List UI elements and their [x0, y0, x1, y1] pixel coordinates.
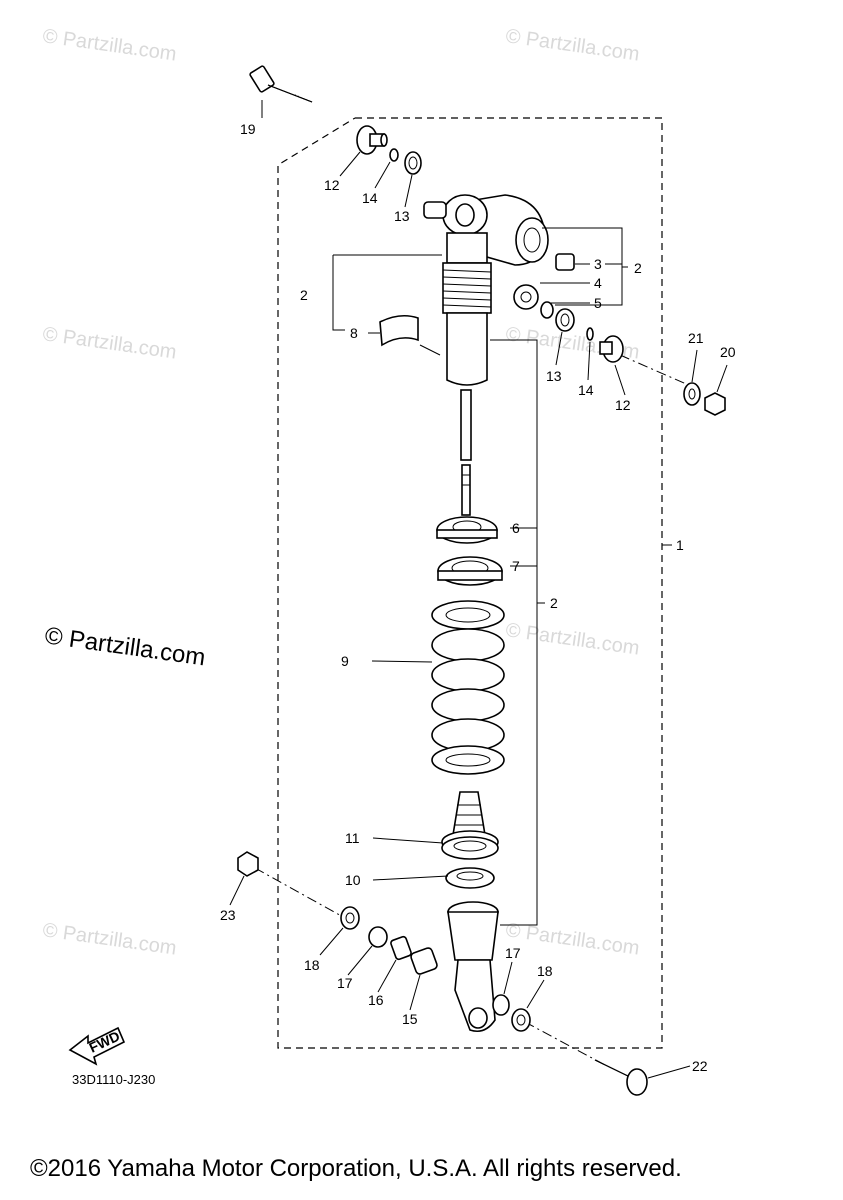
callout-15: 15 [402, 1011, 418, 1027]
callout-16: 16 [368, 992, 384, 1008]
callout-23: 23 [220, 907, 236, 923]
callout-14: 14 [362, 190, 378, 206]
callout-13: 13 [546, 368, 562, 384]
adjuster-rings [436, 516, 503, 586]
callout-2: 2 [634, 260, 642, 276]
diagram-code: 33D1110-J230 [72, 1072, 155, 1087]
group-brackets [332, 227, 672, 926]
callout-5: 5 [594, 295, 602, 311]
watermarks: © Partzilla.com © Partzilla.com © Partzi… [41, 25, 641, 960]
callout-19: 19 [240, 121, 256, 137]
callout-17: 17 [505, 945, 521, 961]
callout-7: 7 [512, 558, 520, 574]
upper-collar-assembly [356, 125, 422, 175]
callout-17: 17 [337, 975, 353, 991]
callout-12: 12 [615, 397, 631, 413]
shock-absorber-body [423, 194, 549, 516]
callout-labels: 1 2 2 2 3 4 5 6 7 8 9 10 11 12 12 13 13 … [220, 121, 736, 1074]
nut-23 [237, 851, 259, 877]
leader-lines [229, 100, 728, 1079]
bushing-8 [379, 314, 419, 347]
callout-4: 4 [594, 275, 602, 291]
right-collar-assembly [555, 308, 726, 416]
assembly-boundary [277, 117, 663, 1049]
callout-10: 10 [345, 872, 361, 888]
callout-2: 2 [550, 595, 558, 611]
watermark: © Partzilla.com [504, 25, 641, 66]
bump-stop-and-seats [441, 791, 499, 889]
watermark: © Partzilla.com [504, 619, 641, 660]
callout-22: 22 [692, 1058, 708, 1074]
lower-clevis [447, 901, 499, 1033]
bolt-22 [594, 1059, 648, 1096]
fwd-arrow-icon: FWD [68, 1026, 126, 1066]
watermark: © Partzilla.com [41, 323, 178, 364]
copyright-notice: ©2016 Yamaha Motor Corporation, U.S.A. A… [30, 1155, 682, 1182]
callout-21: 21 [688, 330, 704, 346]
callout-2: 2 [300, 287, 308, 303]
callout-8: 8 [350, 325, 358, 341]
callout-18: 18 [537, 963, 553, 979]
callout-9: 9 [341, 653, 349, 669]
callout-18: 18 [304, 957, 320, 973]
callout-12: 12 [324, 177, 340, 193]
lower-bushings [340, 906, 531, 1032]
watermark: © Partzilla.com [41, 919, 178, 960]
coil-spring-9 [431, 600, 505, 775]
bolt-19 [249, 65, 313, 103]
callout-1: 1 [676, 537, 684, 553]
watermark-large: © Partzilla.com [43, 622, 207, 671]
threaded-section [442, 262, 492, 314]
center-lines [254, 354, 701, 1066]
small-parts-3-4-5 [513, 253, 575, 319]
callout-14: 14 [578, 382, 594, 398]
callout-13: 13 [394, 208, 410, 224]
callout-11: 11 [345, 830, 360, 846]
watermark: © Partzilla.com [41, 25, 178, 66]
callout-3: 3 [594, 256, 602, 272]
callout-20: 20 [720, 344, 736, 360]
callout-6: 6 [512, 520, 520, 536]
